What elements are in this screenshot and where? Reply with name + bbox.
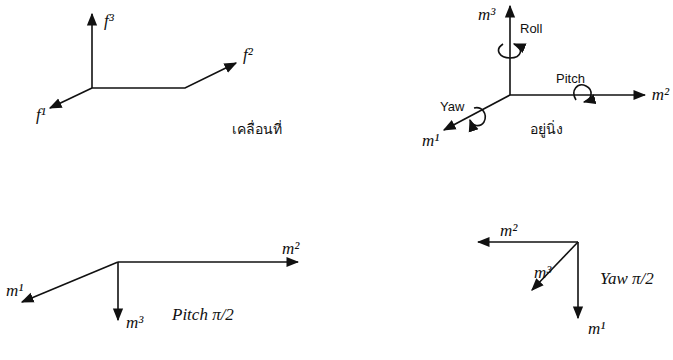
m3-axis — [532, 242, 578, 290]
yaw-rotation — [470, 108, 485, 126]
rotation-label: Roll — [520, 22, 542, 35]
axis-label: m¹ — [588, 320, 605, 337]
pitch-rotation — [574, 85, 591, 102]
roll-rotation — [499, 44, 521, 58]
state-label: เคลื่อนที่ — [232, 122, 282, 136]
axis-label: m³ — [534, 264, 551, 281]
axis-label: m² — [500, 222, 517, 239]
rotation-label: Pitch — [556, 72, 585, 85]
axis-label: f² — [243, 46, 253, 63]
m1-axis — [577, 242, 579, 318]
axis-label: f³ — [104, 12, 114, 29]
axis-label: m¹ — [6, 282, 23, 299]
axis-label: m¹ — [422, 132, 439, 149]
state-label: อยู่นิ่ง — [530, 122, 563, 136]
m3-axis — [117, 262, 119, 320]
m1-axis — [22, 262, 118, 302]
m3-axis — [509, 6, 511, 95]
f3-axis — [91, 14, 93, 88]
axis-label: m² — [652, 86, 669, 103]
m2-axis — [118, 261, 298, 263]
m2-axis — [478, 241, 578, 243]
axis-label: m³ — [126, 314, 143, 331]
axis-label: f¹ — [36, 106, 46, 123]
rotation-label: Yaw — [440, 100, 464, 113]
axis-label: m³ — [478, 6, 495, 23]
angle-label: Pitch π/2 — [172, 306, 234, 323]
f2-axis — [92, 63, 236, 88]
m2-axis — [510, 94, 645, 96]
angle-label: Yaw π/2 — [600, 270, 654, 287]
axis-label: m² — [282, 240, 299, 257]
f1-axis — [50, 88, 92, 108]
